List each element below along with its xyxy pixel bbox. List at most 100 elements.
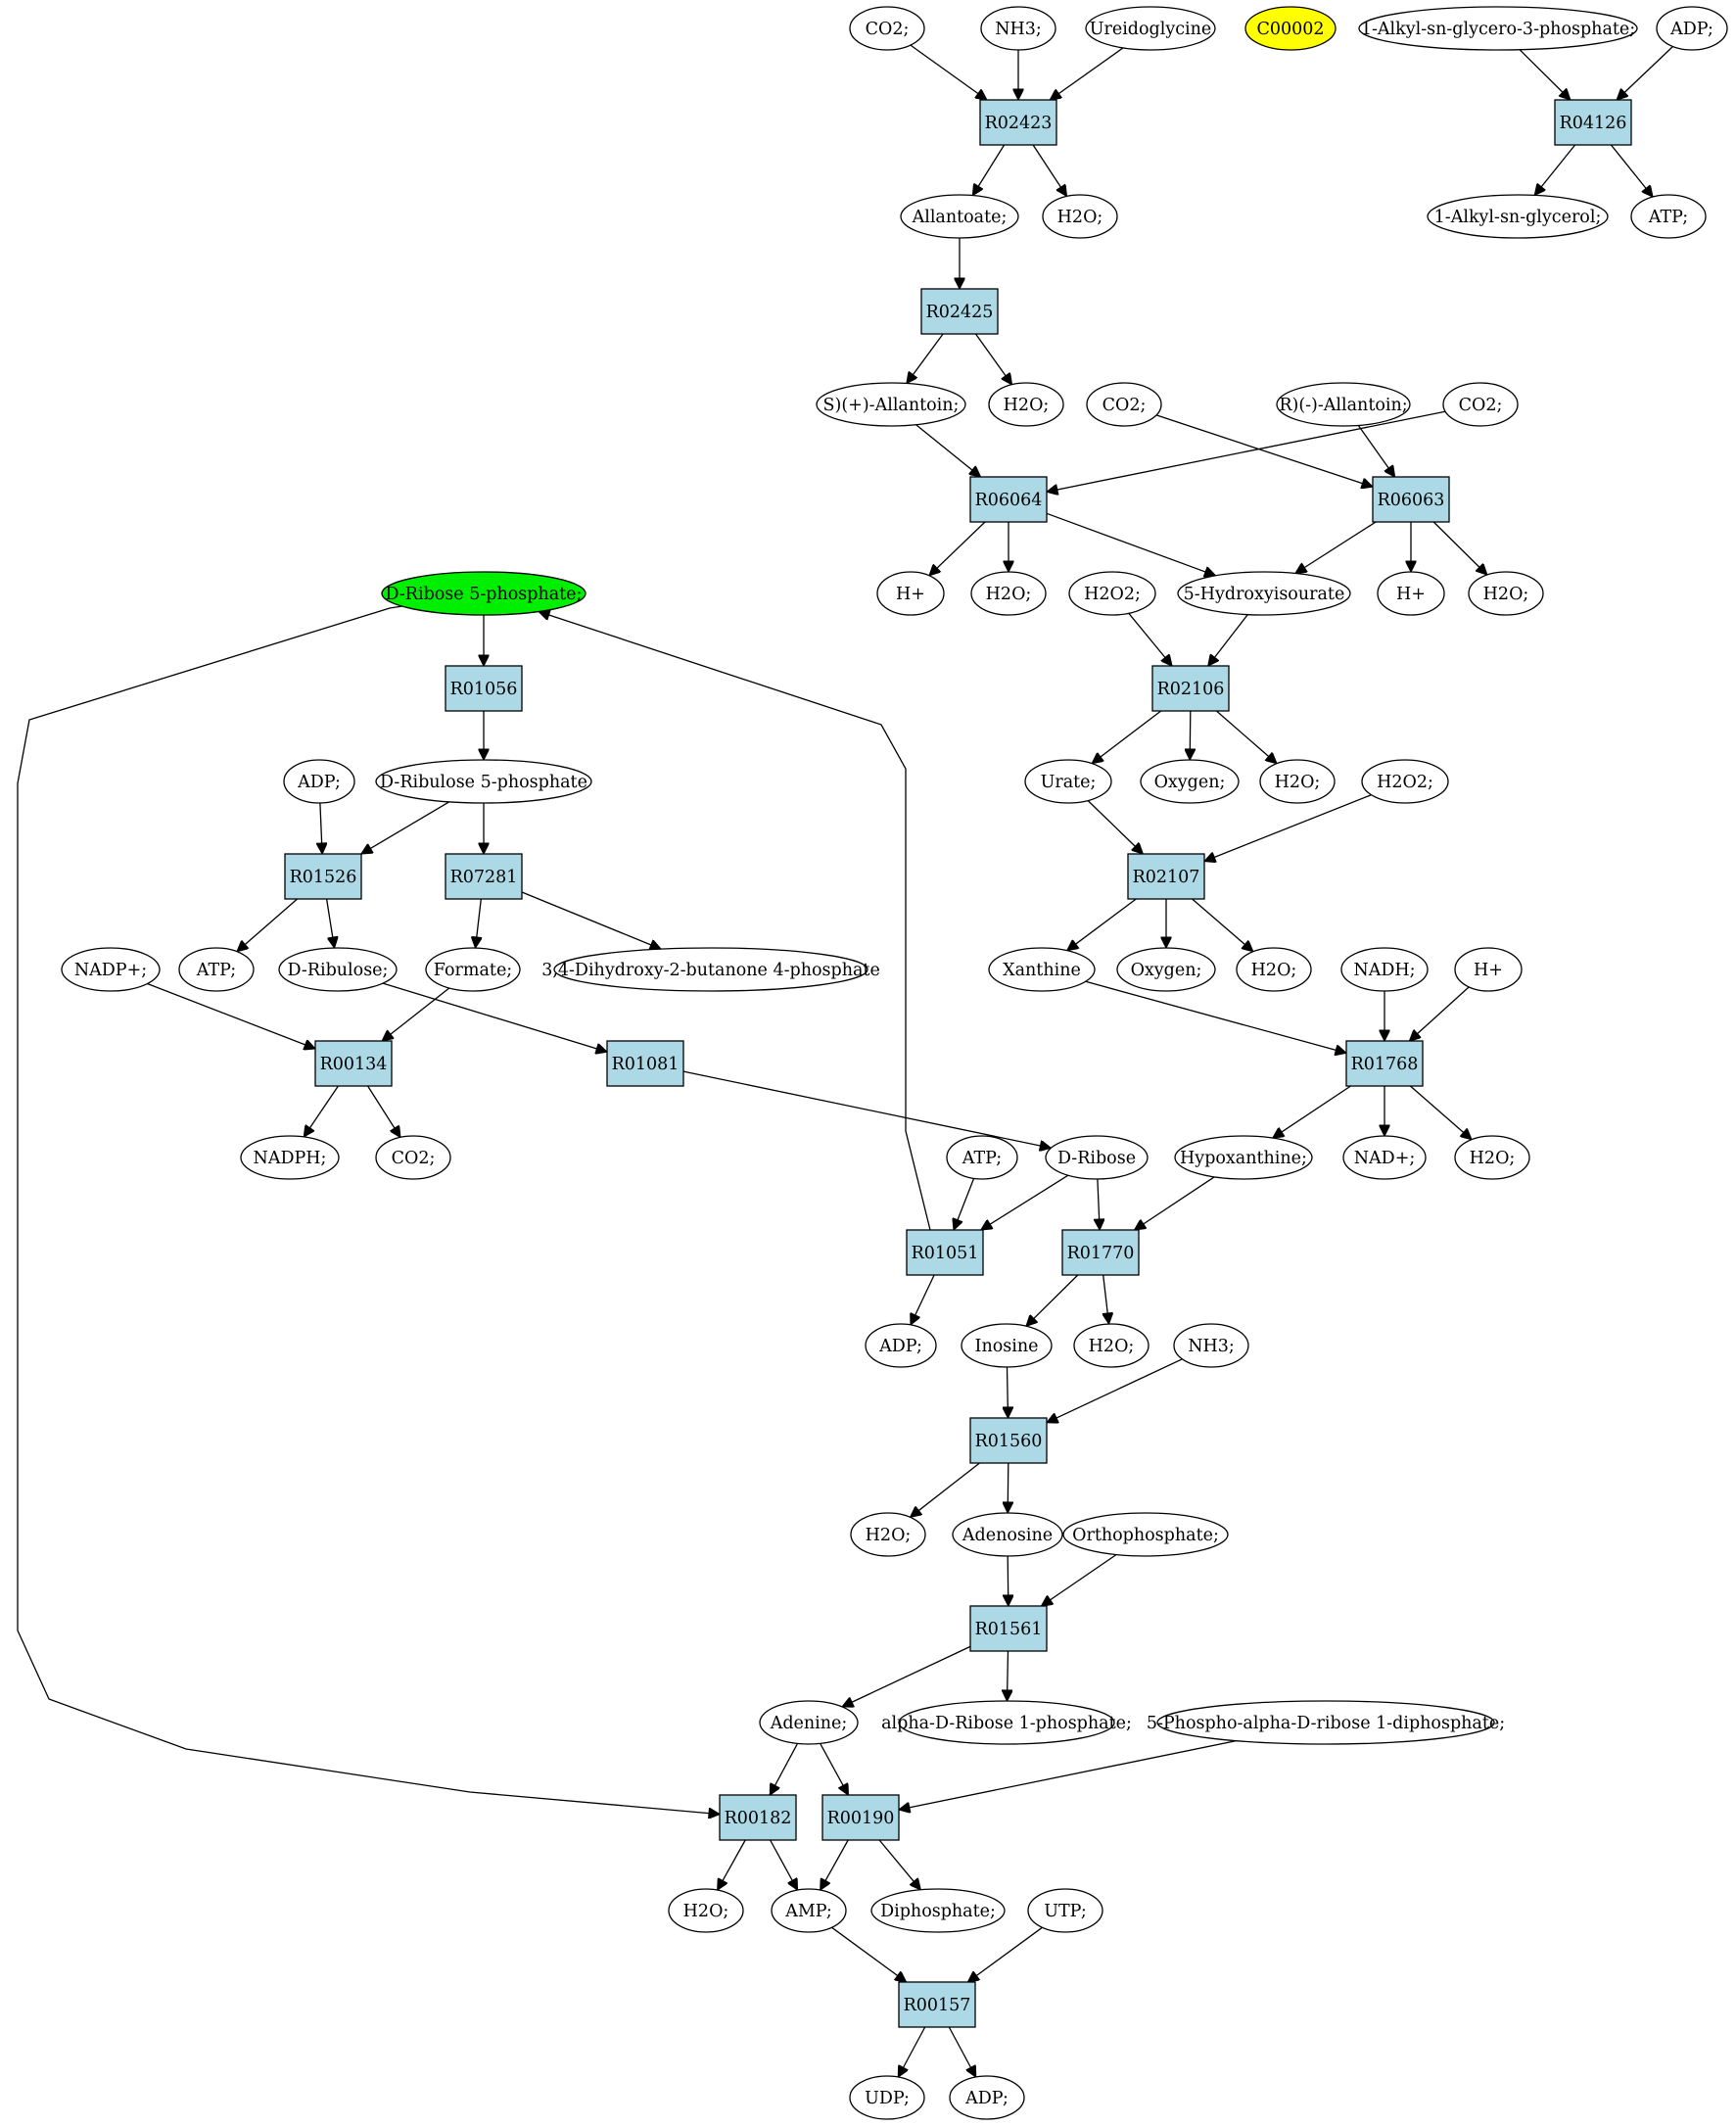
compound-node-atp_top[interactable]: ATP;: [1630, 194, 1707, 239]
compound-node-prpp[interactable]: 5-Phospho-alpha-D-ribose 1-diphosphate;: [1147, 1700, 1505, 1745]
reaction-node-R02423[interactable]: R02423: [979, 99, 1057, 146]
reaction-node-R01526[interactable]: R01526: [284, 853, 362, 900]
edge-R02106-to-h2o_e: [1215, 710, 1277, 764]
compound-node-h2o_i[interactable]: H2O;: [850, 1512, 926, 1557]
compound-node-orthophosphate[interactable]: Orthophosphate;: [1062, 1512, 1229, 1557]
reaction-node-R01770[interactable]: R01770: [1061, 1229, 1140, 1276]
compound-node-r_allantoin[interactable]: R)(-)-Allantoin;: [1276, 382, 1411, 427]
compound-node-c00002[interactable]: C00002: [1244, 6, 1337, 51]
compound-node-dihydroxybut[interactable]: 3,4-Dihydroxy-2-butanone 4-phosphate: [541, 947, 880, 992]
compound-node-h2o_g[interactable]: H2O;: [1454, 1135, 1530, 1180]
compound-node-allantoate[interactable]: Allantoate;: [900, 194, 1019, 239]
compound-node-s_allantoin[interactable]: S)(+)-Allantoin;: [816, 382, 966, 427]
reaction-node-R02106[interactable]: R02106: [1151, 665, 1230, 712]
compound-node-urate[interactable]: Urate;: [1024, 759, 1112, 804]
compound-node-co2_a[interactable]: CO2;: [849, 6, 925, 51]
reaction-node-R01056[interactable]: R01056: [445, 665, 523, 712]
compound-node-nh3_a[interactable]: NH3;: [980, 6, 1056, 51]
reaction-node-R00182[interactable]: R00182: [719, 1794, 797, 1841]
compound-node-adp_c[interactable]: ADP;: [865, 1323, 937, 1368]
compound-node-hplus_c[interactable]: H+: [1454, 947, 1523, 992]
compound-node-diphosphate[interactable]: Diphosphate;: [870, 1888, 1006, 1933]
compound-node-amp[interactable]: AMP;: [771, 1888, 847, 1933]
node-label: S)(+)-Allantoin;: [823, 396, 960, 415]
compound-node-oxygen_b[interactable]: Oxygen;: [1116, 947, 1216, 992]
compound-node-h2o_h[interactable]: H2O;: [1073, 1323, 1150, 1368]
compound-node-aribose1p[interactable]: alpha-D-Ribose 1-phosphate;: [881, 1700, 1132, 1745]
compound-node-co2_d[interactable]: CO2;: [375, 1135, 451, 1180]
compound-node-inosine[interactable]: Inosine: [961, 1323, 1053, 1368]
compound-node-nadph[interactable]: NADPH;: [240, 1135, 340, 1180]
compound-node-hplus_a[interactable]: H+: [876, 571, 945, 616]
compound-node-dribose[interactable]: D-Ribose: [1045, 1135, 1149, 1180]
compound-node-adp_d[interactable]: ADP;: [949, 2075, 1025, 2120]
edge-R06063-to-hydroxyiso: [1295, 521, 1377, 574]
compound-node-hydroxyiso[interactable]: 5-Hydroxyisourate: [1177, 571, 1351, 616]
compound-node-hypoxanthine[interactable]: Hypoxanthine;: [1174, 1135, 1313, 1180]
compound-node-ribulose5p[interactable]: D-Ribulose 5-phosphate: [375, 759, 592, 804]
reaction-node-R06063[interactable]: R06063: [1372, 476, 1450, 523]
compound-node-h2o_f[interactable]: H2O;: [1236, 947, 1312, 992]
reaction-node-R06064[interactable]: R06064: [969, 476, 1048, 523]
compound-node-adp_top[interactable]: ADP;: [1656, 6, 1728, 51]
compound-ellipse: [1656, 6, 1728, 51]
compound-node-co2_b[interactable]: CO2;: [1442, 382, 1519, 427]
compound-node-xanthine[interactable]: Xanthine: [988, 947, 1096, 992]
compound-ellipse: [988, 382, 1064, 427]
edge-h2o2_a-to-R02106: [1128, 612, 1172, 666]
reaction-node-R01081[interactable]: R01081: [606, 1040, 684, 1087]
node-label: H+: [1396, 585, 1426, 604]
compound-node-udp[interactable]: UDP;: [849, 2075, 925, 2120]
compound-node-h2o_b[interactable]: H2O;: [988, 382, 1064, 427]
compound-node-hplus_b[interactable]: H+: [1377, 571, 1445, 616]
compound-node-utp[interactable]: UTP;: [1027, 1888, 1103, 1933]
reaction-node-R00190[interactable]: R00190: [821, 1794, 900, 1841]
reaction-node-R02107[interactable]: R02107: [1127, 853, 1205, 900]
compound-node-h2o_j[interactable]: H2O;: [668, 1888, 744, 1933]
compound-node-nadplus[interactable]: NAD+;: [1342, 1135, 1427, 1180]
compound-node-adenosine[interactable]: Adenosine: [952, 1512, 1063, 1557]
reaction-node-R00157[interactable]: R00157: [898, 1981, 976, 2028]
node-label: AMP;: [784, 1902, 832, 1921]
edge-R01561-to-adenine: [842, 1645, 971, 1707]
reaction-node-R01560[interactable]: R01560: [969, 1417, 1048, 1464]
edge-R00182-to-amp: [770, 1839, 798, 1890]
compound-node-alkylgp[interactable]: 1-Alkyl-sn-glycero-3-phosphate;: [1358, 6, 1638, 51]
compound-node-oxygen_a[interactable]: Oxygen;: [1140, 759, 1240, 804]
compound-node-alkylglyc[interactable]: 1-Alkyl-sn-glycerol;: [1427, 194, 1609, 239]
reaction-node-R00134[interactable]: R00134: [314, 1040, 393, 1087]
compound-node-h2o_d[interactable]: H2O;: [1468, 571, 1544, 616]
compound-ellipse: [1140, 759, 1240, 804]
compound-node-ribose5p[interactable]: D-Ribose 5-phosphate;: [381, 571, 586, 616]
compound-node-adp_b[interactable]: ADP;: [283, 759, 355, 804]
reaction-node-R04126[interactable]: R04126: [1554, 99, 1632, 146]
compound-node-nadp[interactable]: NADP+;: [61, 947, 161, 992]
compound-ellipse: [1156, 1700, 1495, 1745]
compound-node-h2o_e[interactable]: H2O;: [1259, 759, 1336, 804]
compound-node-h2o2_b[interactable]: H2O2;: [1361, 759, 1449, 804]
node-layer: CO2; NH3; Ureidoglycine C00002 1-Alkyl-sn-gl…: [61, 6, 1728, 2120]
reaction-node-R02425[interactable]: R02425: [920, 288, 999, 335]
edge-alkylgp-to-R04126: [1519, 49, 1571, 100]
compound-node-adenine[interactable]: Adenine;: [759, 1700, 859, 1745]
compound-node-atp_c[interactable]: ATP;: [946, 1135, 1018, 1180]
compound-node-dribulose[interactable]: D-Ribulose;: [278, 947, 398, 992]
compound-node-nadh[interactable]: NADH;: [1340, 947, 1429, 992]
compound-ellipse: [1042, 194, 1118, 239]
compound-node-co2_c[interactable]: CO2;: [1086, 382, 1162, 427]
compound-node-formate[interactable]: Formate;: [425, 947, 521, 992]
reaction-node-R07281[interactable]: R07281: [445, 853, 523, 900]
reaction-node-R01768[interactable]: R01768: [1345, 1040, 1424, 1087]
reaction-node-R01051[interactable]: R01051: [906, 1229, 984, 1276]
compound-node-atp_b[interactable]: ATP;: [178, 947, 255, 992]
reaction-box: [898, 1981, 976, 2028]
compound-node-ureido[interactable]: Ureidoglycine: [1085, 6, 1216, 51]
reaction-node-R01561[interactable]: R01561: [969, 1605, 1048, 1652]
compound-node-h2o_c[interactable]: H2O;: [970, 571, 1047, 616]
edge-ribulose5p-to-R01526: [361, 801, 450, 854]
edge-R01768-to-hypoxanthine: [1273, 1085, 1351, 1138]
compound-node-h2o2_a[interactable]: H2O2;: [1068, 571, 1156, 616]
node-label: R06064: [975, 491, 1043, 510]
compound-node-nh3_b[interactable]: NH3;: [1173, 1323, 1249, 1368]
compound-node-h2o_a[interactable]: H2O;: [1042, 194, 1118, 239]
